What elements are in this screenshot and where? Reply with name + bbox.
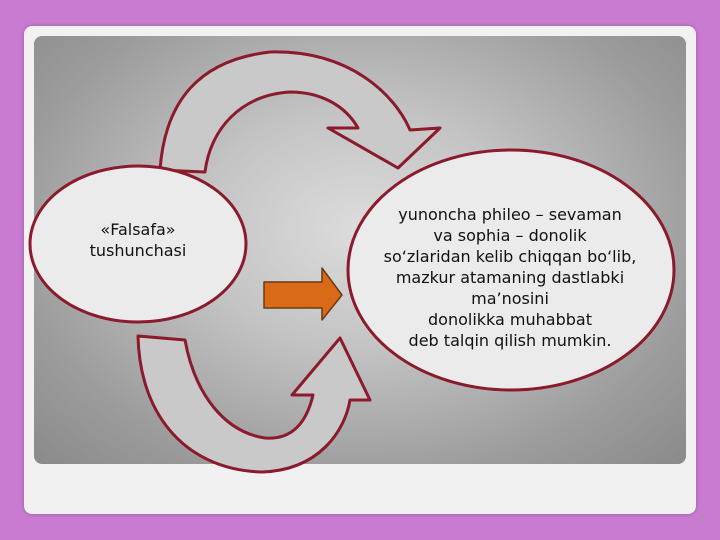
straight-arrow bbox=[263, 267, 343, 321]
left-ellipse-line: «Falsafa» bbox=[100, 220, 176, 239]
right-ellipse-line: ma’nosini bbox=[471, 289, 549, 308]
right-ellipse-text: yunoncha phileo – sevaman va sophia – do… bbox=[352, 204, 668, 351]
right-ellipse bbox=[346, 148, 676, 392]
right-ellipse-line: so‘zlaridan kelib chiqqan bo‘lib, bbox=[383, 247, 637, 266]
left-ellipse-text: «Falsafa» tushunchasi bbox=[40, 219, 236, 261]
right-ellipse-line: deb talqin qilish mumkin. bbox=[408, 331, 612, 350]
bottom-curved-arrow bbox=[136, 334, 372, 474]
right-ellipse-line: va sophia – donolik bbox=[433, 226, 587, 245]
left-ellipse-line: tushunchasi bbox=[89, 241, 187, 260]
top-curved-arrow bbox=[158, 50, 442, 174]
right-ellipse-line: mazkur atamaning dastlabki bbox=[395, 268, 625, 287]
right-ellipse-line: donolikka muhabbat bbox=[428, 310, 592, 329]
right-ellipse-line: yunoncha phileo – sevaman bbox=[398, 205, 622, 224]
page-number: 5 bbox=[700, 514, 706, 524]
left-ellipse bbox=[28, 164, 248, 324]
